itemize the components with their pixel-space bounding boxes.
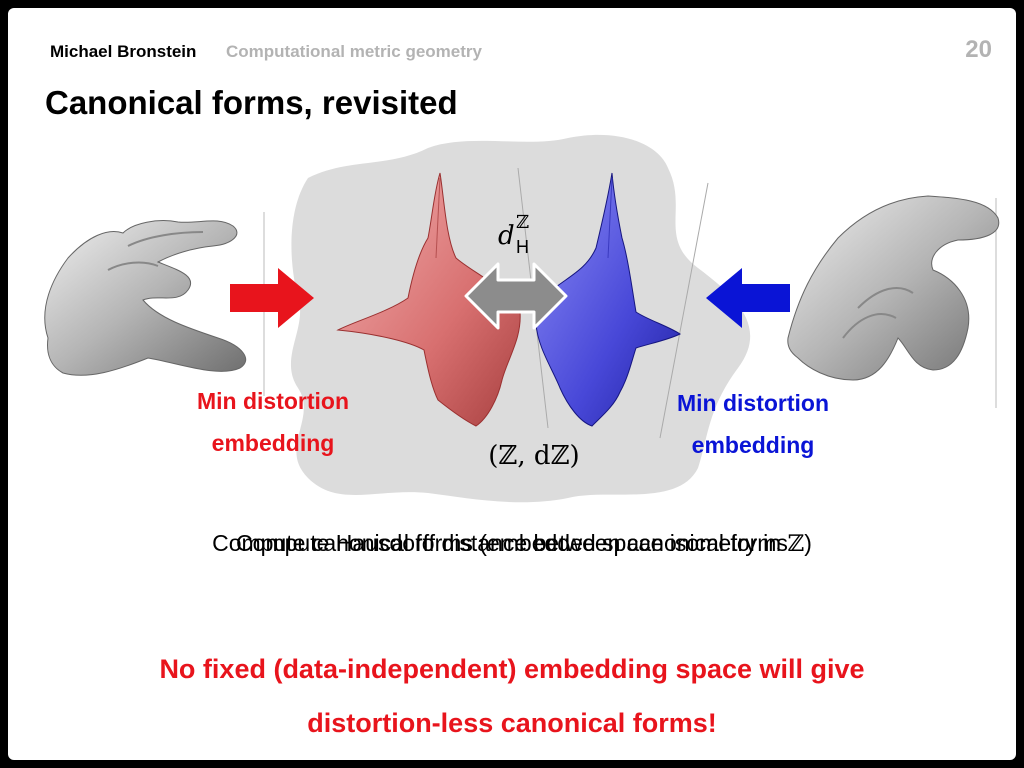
right-hand-shape xyxy=(787,195,1000,381)
caption-layer-1: Compute canonical forms (embedded space … xyxy=(8,530,1016,557)
distance-symbol: d xyxy=(498,221,515,251)
slide-title: Canonical forms, revisited xyxy=(45,84,458,121)
author-name: Michael Bronstein xyxy=(50,42,197,61)
red-arrow-icon xyxy=(230,268,314,328)
double-arrow-icon xyxy=(464,262,568,330)
warning-text: No fixed (data-independent) embedding sp… xyxy=(8,642,1016,750)
divider-line xyxy=(659,182,709,439)
caption-suffix: ) xyxy=(804,530,812,556)
left-hand-shape xyxy=(44,220,247,376)
slide: Michael Bronstein Computational metric g… xyxy=(8,8,1016,760)
caption-symbol: ℤ xyxy=(787,531,805,557)
blue-arrow-icon xyxy=(706,268,790,328)
right-embedding-label: Min distortion embedding xyxy=(638,382,868,466)
warning-line2: distortion-less canonical forms! xyxy=(307,708,717,738)
left-embedding-label: Min distortion embedding xyxy=(158,380,388,464)
course-title: Computational metric geometry xyxy=(226,42,482,61)
left-label-line1: Min distortion xyxy=(196,388,350,414)
distance-subscript: H xyxy=(516,237,529,257)
figure: d ℤ H (ℤ, dℤ) xyxy=(44,134,1000,503)
warning-line1: No fixed (data-independent) embedding sp… xyxy=(159,654,865,684)
caption-text-1: Compute canonical forms (embedded space … xyxy=(212,530,788,556)
distance-superscript: ℤ xyxy=(516,212,529,233)
caption-layer-2: Compute Hausdorff distance between canon… xyxy=(8,530,1016,557)
caption-text-2: Compute Hausdorff distance between canon… xyxy=(236,530,788,556)
left-label-line2: embedding xyxy=(211,430,335,456)
page-number: 20 xyxy=(965,36,992,63)
right-label-line2: embedding xyxy=(691,432,815,458)
blue-canonical-form xyxy=(535,172,681,427)
space-label: (ℤ, dℤ) xyxy=(488,441,579,471)
right-label-line1: Min distortion xyxy=(676,390,830,416)
